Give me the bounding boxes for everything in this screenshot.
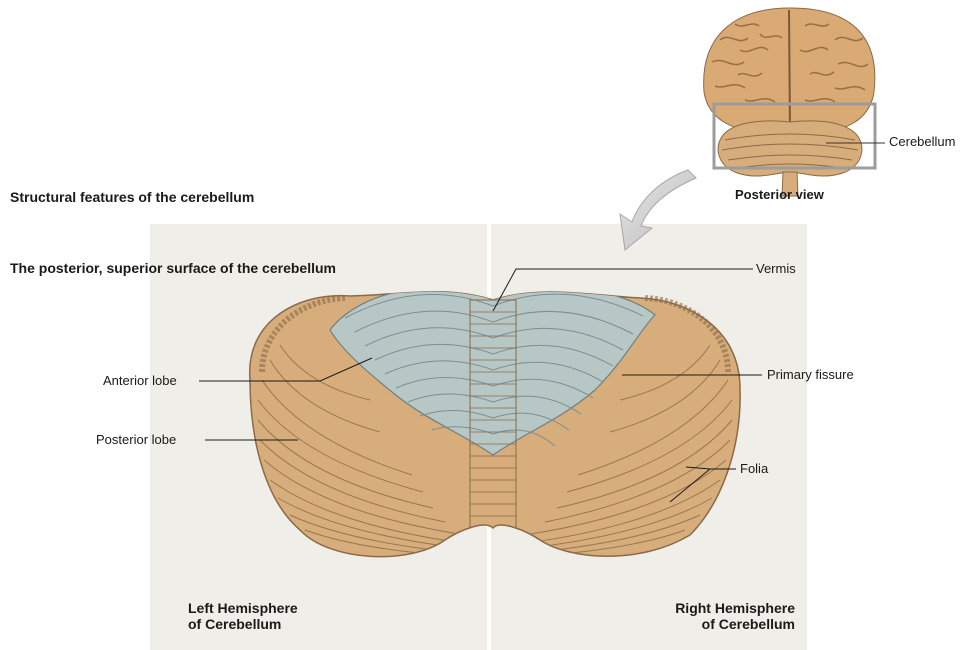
primary-fissure-label: Primary fissure bbox=[767, 367, 854, 382]
inset-caption: Posterior view bbox=[735, 187, 824, 202]
right-hemisphere-line1: Right Hemisphere bbox=[640, 600, 795, 616]
surface-heading: The posterior, superior surface of the c… bbox=[10, 260, 336, 276]
pointer-arrow bbox=[620, 170, 696, 250]
right-hemisphere-caption: Right Hemisphere of Cerebellum bbox=[640, 600, 795, 632]
left-hemisphere-line2: of Cerebellum bbox=[188, 616, 298, 632]
inset-brain bbox=[704, 8, 885, 196]
posterior-lobe-label: Posterior lobe bbox=[96, 432, 176, 447]
vermis-label: Vermis bbox=[756, 261, 796, 276]
right-hemisphere-line2: of Cerebellum bbox=[640, 616, 795, 632]
cerebellum-main bbox=[250, 287, 740, 558]
anterior-lobe-label: Anterior lobe bbox=[103, 373, 177, 388]
left-hemisphere-line1: Left Hemisphere bbox=[188, 600, 298, 616]
inset-cerebellum-label: Cerebellum bbox=[889, 134, 955, 149]
structural-heading: Structural features of the cerebellum bbox=[10, 189, 254, 205]
left-hemisphere-caption: Left Hemisphere of Cerebellum bbox=[188, 600, 298, 632]
folia-label: Folia bbox=[740, 461, 768, 476]
